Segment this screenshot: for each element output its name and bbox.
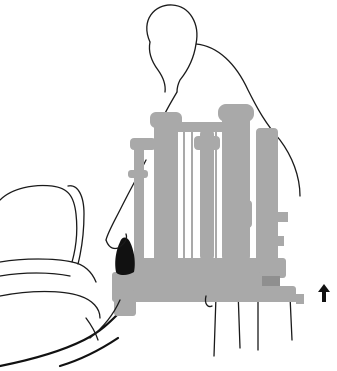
device-left-foot xyxy=(114,290,136,316)
chair-foot xyxy=(85,317,99,341)
device-left-cap xyxy=(150,112,182,128)
chair-seat-top xyxy=(0,258,97,283)
device-right-tray-lip xyxy=(256,296,300,302)
chair-back xyxy=(0,184,78,263)
strap-line xyxy=(89,299,121,339)
person-back xyxy=(195,43,301,197)
device-right-column xyxy=(222,108,250,264)
device-left-column xyxy=(154,116,178,266)
person-head xyxy=(146,4,198,93)
grip-handle xyxy=(115,237,135,275)
chair-seat-line xyxy=(0,272,71,277)
chair-cushion xyxy=(0,290,101,319)
up-arrow-icon xyxy=(318,284,330,302)
device-middle-column xyxy=(200,130,214,260)
device-left-knob xyxy=(130,138,156,150)
device-base-plate xyxy=(112,272,262,302)
chair-side xyxy=(67,185,85,265)
chair-outline xyxy=(0,184,120,368)
device-right-knob xyxy=(236,200,252,228)
chair-front xyxy=(0,312,120,368)
device-top-rail xyxy=(176,122,226,132)
person-face xyxy=(148,41,166,93)
device-frame xyxy=(112,104,304,316)
hand-grip xyxy=(105,233,135,275)
device-right-cap xyxy=(218,104,254,122)
hand-outline xyxy=(105,233,128,250)
person-leg-far xyxy=(289,295,293,341)
device-left-side-bar xyxy=(134,150,144,270)
device-middle-cap xyxy=(194,136,220,150)
device-right-clip xyxy=(296,294,304,304)
person-leg-left xyxy=(213,295,217,357)
chair-base xyxy=(58,336,120,368)
device-side-bracket-2 xyxy=(266,236,284,246)
device-side-bracket xyxy=(262,212,288,222)
device-side-panel xyxy=(256,128,278,268)
cable-line xyxy=(204,295,213,308)
